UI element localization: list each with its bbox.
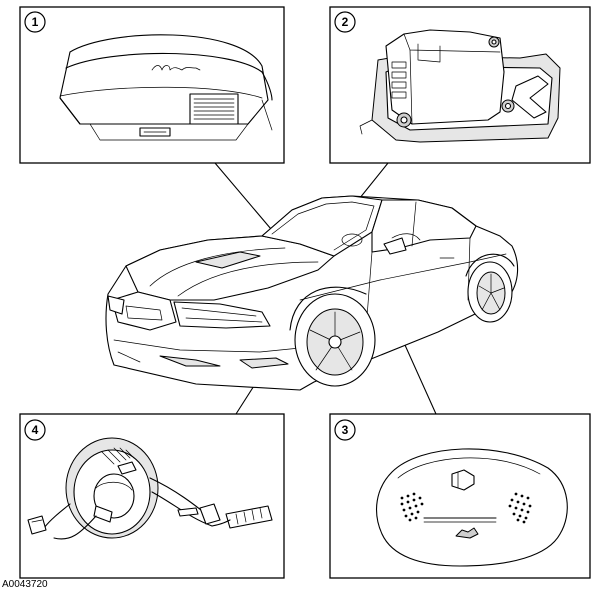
dash-logo (151, 65, 201, 71)
clockspring-harness-left (43, 503, 71, 529)
svg-text:2: 2 (342, 15, 349, 29)
panel-2: 2 (329, 6, 591, 164)
panel-3: 3 (329, 413, 591, 579)
passenger-airbag-module (189, 93, 239, 125)
clockspring-connector (93, 505, 113, 523)
car-headlamp-left (107, 295, 125, 315)
callout-1: 1 (24, 11, 46, 33)
horn-icon (451, 469, 475, 491)
panel-1: 1 (19, 6, 285, 164)
harness-connector-left (27, 515, 47, 535)
svg-text:1: 1 (32, 15, 39, 29)
clockspring-hub (93, 473, 135, 519)
car-mirror (383, 237, 407, 255)
svg-text:3: 3 (342, 423, 349, 437)
cover-dot-pattern-left (400, 492, 424, 522)
callout-4: 4 (24, 419, 46, 441)
callout-3: 3 (334, 419, 356, 441)
panel-4: 4 (19, 413, 285, 579)
callout-2: 2 (334, 11, 356, 33)
mounting-bolts (396, 36, 515, 128)
driver-airbag-module (376, 448, 568, 567)
car-grille-area (111, 291, 177, 331)
vehicle-illustration (105, 195, 519, 391)
figure-id: A0043720 (2, 579, 48, 590)
cover-emblem (455, 527, 479, 539)
svg-text:4: 4 (32, 423, 39, 437)
cover-dot-pattern-right (508, 492, 532, 524)
